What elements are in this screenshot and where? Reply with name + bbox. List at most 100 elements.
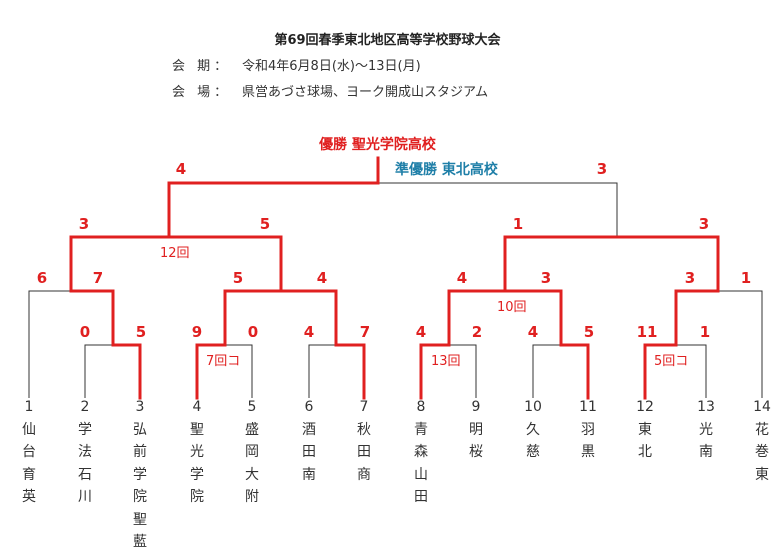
score-r1b-left: 9: [191, 323, 203, 341]
team-name-char: 田: [302, 444, 316, 460]
score-r1b-right: 0: [247, 323, 259, 341]
venue-label: 会 場：: [172, 85, 232, 100]
team-name-char: 仙: [22, 421, 36, 438]
team-seed-number: 11: [579, 399, 597, 415]
team-name-char: 久: [526, 421, 540, 438]
period-label: 会 期：: [172, 59, 232, 74]
team-name-char: 明: [469, 421, 483, 438]
score-qf4-right: 1: [740, 269, 752, 287]
win-path: [279, 289, 366, 400]
score-final-right: 3: [596, 160, 608, 178]
team-name-char: 巻: [755, 444, 769, 460]
score-r1a-left: 0: [79, 323, 91, 341]
team-seed-number: 3: [135, 399, 145, 415]
score-r1f-left: 11: [636, 323, 658, 341]
runner-up-label: 準優勝 東北高校: [395, 162, 498, 178]
team-name-char: 盛: [245, 421, 259, 438]
team-name-char: 学: [133, 466, 147, 483]
team-name-char: 台: [22, 444, 36, 460]
team-name-char: 山: [414, 466, 428, 483]
team-name-char: 院: [133, 489, 147, 505]
score-r1c-left: 4: [303, 323, 315, 341]
team-name-char: 育: [22, 466, 36, 483]
team-name-char: 南: [302, 466, 316, 483]
team-name-char: 光: [190, 444, 204, 460]
score-final-left: 4: [175, 160, 187, 178]
team-name-char: 青: [414, 421, 428, 438]
bracket-line: [168, 182, 618, 237]
win-path: [419, 235, 507, 400]
team-name-char: 大: [245, 466, 259, 483]
team-name-char: 東: [755, 466, 769, 483]
team-11: 11 羽黒: [576, 396, 600, 464]
score-qf1-right: 7: [92, 269, 104, 287]
score-qf2-left: 5: [232, 269, 244, 287]
bracket-line: [532, 344, 589, 398]
score-sf2-left: 1: [512, 215, 524, 233]
team-seed-number: 9: [471, 399, 481, 415]
team-name-char: 附: [245, 489, 259, 505]
team-seed-number: 7: [359, 399, 369, 415]
team-name-char: 秋: [357, 421, 371, 438]
team-name-char: 森: [414, 444, 428, 460]
score-r1d-right: 2: [471, 323, 483, 341]
team-name-char: 酒: [302, 421, 316, 438]
team-name-char: 石: [78, 466, 92, 483]
team-14: 14 花巻東: [750, 396, 774, 486]
team-name-char: 羽: [581, 421, 595, 438]
team-5: 5 盛岡大附: [240, 396, 264, 509]
score-r1e-left: 4: [527, 323, 539, 341]
team-name-char: 花: [755, 421, 769, 438]
win-path: [615, 235, 720, 400]
bracket-line: [308, 344, 365, 398]
team-name-char: 東: [638, 421, 652, 438]
score-r1f-right: 1: [699, 323, 711, 341]
score-r1a-right: 5: [135, 323, 147, 341]
team-seed-number: 2: [80, 399, 90, 415]
innings-note-r1f: 5回コ: [653, 350, 690, 369]
win-path: [69, 235, 171, 400]
venue-value: 県営あづさ球場、ヨーク開成山スタジアム: [242, 85, 489, 100]
period-value: 令和4年6月8日(水)〜13日(月): [242, 59, 421, 74]
win-path: [167, 156, 380, 400]
score-qf3-left: 4: [456, 269, 468, 287]
team-6: 6 酒田南: [297, 396, 321, 486]
score-r1e-right: 5: [583, 323, 595, 341]
team-name-char: 光: [699, 421, 713, 438]
win-path: [503, 289, 590, 400]
score-sf1-right: 5: [259, 215, 271, 233]
team-name-char: 岡: [245, 444, 259, 460]
bracket-line: [84, 344, 141, 398]
team-seed-number: 5: [247, 399, 257, 415]
team-name-char: 慈: [526, 444, 540, 460]
team-name-char: 商: [357, 466, 371, 483]
team-name-char: 弘: [133, 421, 147, 438]
team-name-char: 英: [22, 489, 36, 505]
team-name-char: 院: [190, 489, 204, 505]
innings-note-qf3: 10回: [496, 296, 528, 315]
innings-note-r1b: 7回コ: [205, 350, 242, 369]
team-seed-number: 8: [416, 399, 426, 415]
team-name-char: 田: [414, 489, 428, 505]
team-name-char: 前: [133, 444, 147, 460]
team-name-char: 藍: [133, 534, 147, 550]
team-seed-number: 6: [304, 399, 314, 415]
team-name-char: 黒: [581, 444, 595, 460]
team-name-char: 学: [78, 421, 92, 438]
score-qf3-right: 3: [540, 269, 552, 287]
team-name-char: 南: [699, 444, 713, 460]
innings-note-r1d: 13回: [430, 350, 462, 369]
team-8: 8 青森山田: [409, 396, 433, 509]
score-sf1-left: 3: [78, 215, 90, 233]
team-seed-number: 14: [753, 399, 771, 415]
team-seed-number: 4: [192, 399, 202, 415]
